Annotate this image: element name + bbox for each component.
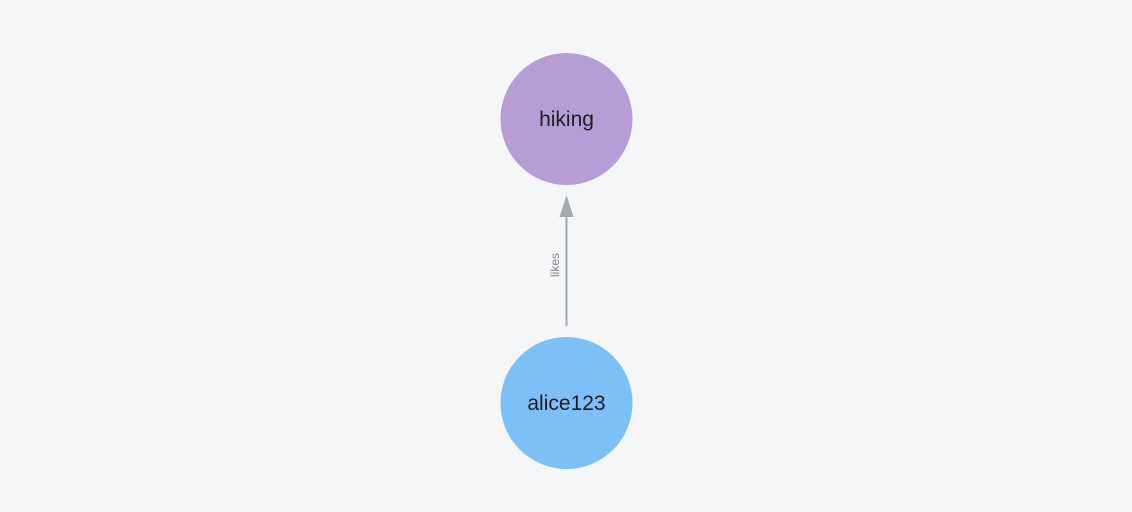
node-label: alice123 [527, 392, 605, 415]
edge-likes[interactable]: likes [548, 195, 574, 326]
node-circle[interactable] [500, 53, 633, 185]
node-circle[interactable] [500, 337, 633, 469]
edge-label: likes [548, 253, 562, 277]
node-label: hiking [539, 108, 594, 131]
node-alice123[interactable]: alice123 [500, 337, 633, 469]
edge-arrowhead [559, 195, 574, 217]
node-hiking[interactable]: hiking [500, 53, 633, 185]
